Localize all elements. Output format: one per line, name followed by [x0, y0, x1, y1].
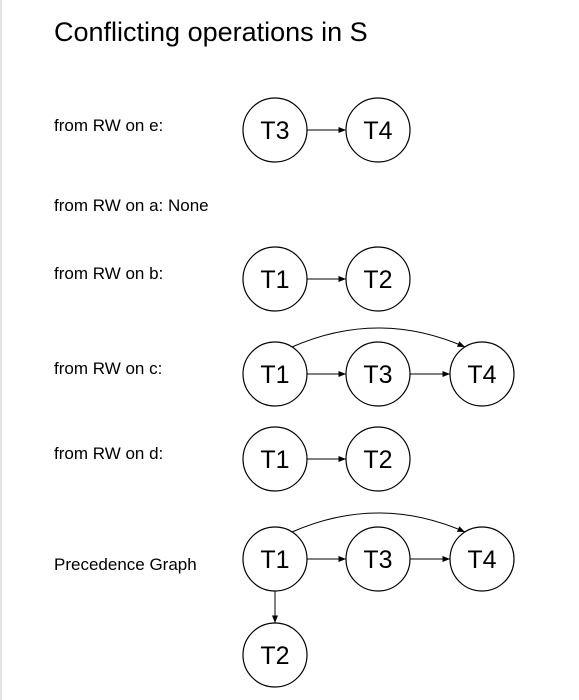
- node-label: T4: [467, 361, 496, 389]
- page-title: Conflicting operations in S: [54, 17, 368, 47]
- node-t3: T3: [345, 526, 411, 592]
- node-label: T2: [260, 642, 289, 670]
- node-circle: [345, 526, 411, 592]
- node-label: T3: [260, 117, 289, 145]
- row-label-rw-e: from RW on e:: [54, 116, 164, 135]
- row-label-precedence-graph: Precedence Graph: [54, 555, 197, 574]
- node-label: T3: [363, 546, 392, 574]
- node-t1: T1: [242, 246, 308, 312]
- edge-t1-t4: [291, 512, 466, 533]
- node-circle: [345, 426, 411, 492]
- node-t2: T2: [242, 622, 308, 688]
- node-t1: T1: [242, 426, 308, 492]
- node-label: T1: [260, 266, 289, 294]
- node-circle: [345, 97, 411, 163]
- node-circle: [242, 341, 308, 407]
- node-t2: T2: [345, 246, 411, 312]
- node-label: T4: [363, 117, 392, 145]
- node-t2: T2: [345, 426, 411, 492]
- node-t4: T4: [449, 526, 515, 592]
- node-label: T2: [363, 446, 392, 474]
- node-label: T4: [467, 546, 496, 574]
- node-circle: [449, 341, 515, 407]
- left-border: [0, 0, 2, 700]
- node-label: T1: [260, 546, 289, 574]
- row-label-rw-d: from RW on d:: [54, 444, 164, 463]
- row-label-rw-b: from RW on b:: [54, 264, 164, 283]
- node-circle: [449, 526, 515, 592]
- node-circle: [242, 622, 308, 688]
- node-t1: T1: [242, 341, 308, 407]
- node-circle: [345, 246, 411, 312]
- node-label: T3: [363, 361, 392, 389]
- node-label: T1: [260, 361, 289, 389]
- node-t1: T1: [242, 526, 308, 592]
- row-label-rw-c: from RW on c:: [54, 359, 163, 378]
- edge-t1-t4: [291, 327, 466, 348]
- node-label: T1: [260, 446, 289, 474]
- node-t4: T4: [449, 341, 515, 407]
- node-circle: [345, 341, 411, 407]
- node-circle: [242, 97, 308, 163]
- node-circle: [242, 246, 308, 312]
- node-t4: T4: [345, 97, 411, 163]
- node-t3: T3: [242, 97, 308, 163]
- node-t3: T3: [345, 341, 411, 407]
- node-label: T2: [363, 266, 392, 294]
- row-label-rw-a: from RW on a: None: [54, 196, 209, 215]
- node-circle: [242, 426, 308, 492]
- node-circle: [242, 526, 308, 592]
